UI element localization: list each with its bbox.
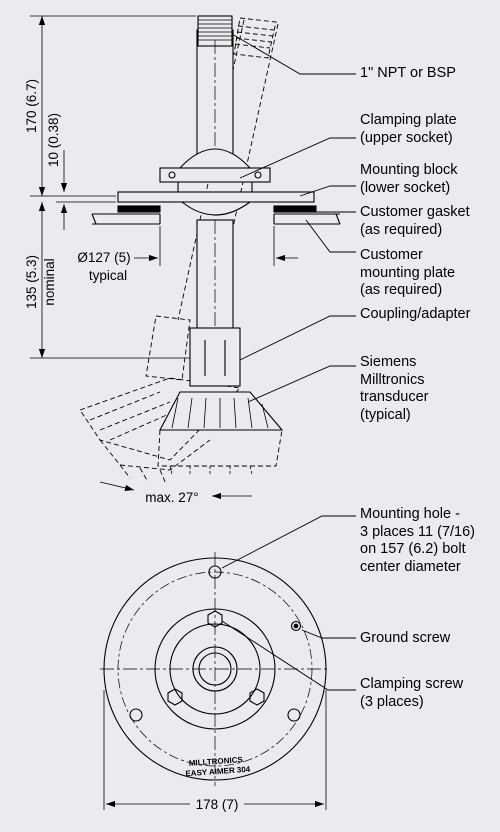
dim-hole-diameter: Ø127 (5): [77, 250, 130, 265]
customer-gasket-right: [273, 205, 317, 213]
dim-hole-diameter-note: typical: [89, 268, 127, 283]
coupling-adapter: [189, 327, 241, 387]
mounting-block: [117, 191, 315, 203]
ground-screw: [290, 620, 302, 632]
clamping-plate: [159, 167, 271, 183]
lower-socket: [180, 201, 252, 216]
mounting-hole-left: [129, 708, 143, 722]
dim-flange-diameter: 178 (7): [196, 797, 239, 812]
label-clamping-screw: Clamping screw (3 places): [360, 676, 464, 710]
dim-height-lower-note: nominal: [42, 258, 57, 305]
label-mounting-block: Mounting block (lower socket): [360, 162, 458, 196]
transducer: [159, 391, 284, 431]
upper-socket: [178, 148, 252, 169]
label-thread: 1" NPT or BSP: [360, 65, 456, 81]
label-customer-plate: Customer mounting plate (as required): [360, 247, 456, 298]
customer-plate: [91, 213, 341, 225]
plate-marking-line1: MILLTRONICS: [189, 755, 244, 768]
label-transducer: Siemens Milltronics transducer (typical): [360, 354, 429, 423]
mounting-hole-right: [287, 708, 301, 722]
side-dimensions: [30, 15, 298, 500]
label-coupling: Coupling/adapter: [360, 306, 471, 322]
clamping-screw-left: [167, 688, 183, 706]
side-view: [79, 15, 341, 485]
label-ground-screw: Ground screw: [360, 630, 451, 646]
dim-plate-thickness: 10 (0.38): [46, 113, 61, 167]
label-mounting-hole: Mounting hole - 3 places 11 (7/16) on 15…: [360, 506, 475, 575]
customer-gasket-left: [117, 205, 161, 213]
top-dimensions: [103, 690, 327, 810]
label-customer-gasket: Customer gasket (as required): [360, 204, 470, 238]
clamping-screw-right: [249, 688, 265, 706]
dim-height-total: 170 (6.7): [24, 79, 39, 133]
top-view: [100, 552, 330, 786]
leader-lines-side: [231, 33, 356, 403]
dim-height-lower: 135 (5.3): [24, 255, 39, 309]
thread-lines: [198, 19, 232, 41]
dim-max-angle: max. 27°: [145, 490, 198, 505]
label-clamping-plate: Clamping plate (upper socket): [360, 112, 457, 146]
leader-lines-top: [221, 515, 356, 691]
